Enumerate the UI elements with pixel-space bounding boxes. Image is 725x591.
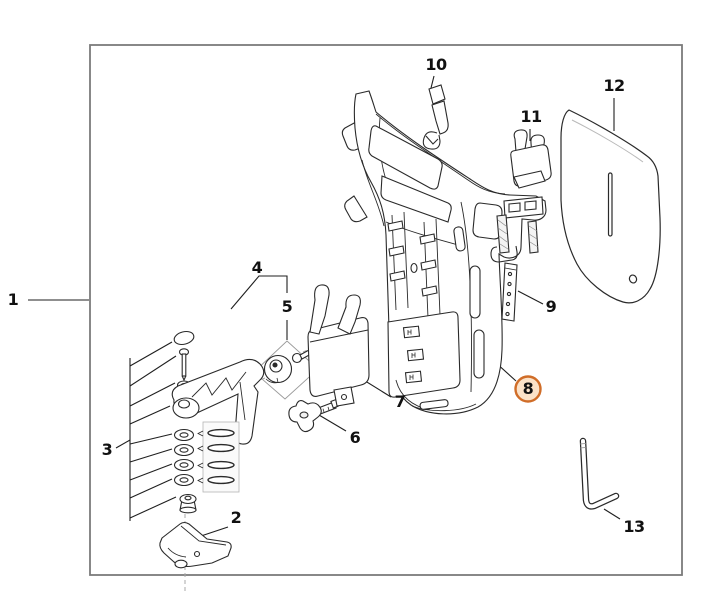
cap: [173, 330, 195, 346]
callout-7[interactable]: 7: [394, 392, 406, 411]
part-13-allen-key[interactable]: [579, 437, 620, 510]
backplate-window-lower: [380, 175, 452, 223]
callout-12[interactable]: 12: [603, 76, 625, 95]
callout-11[interactable]: 11: [520, 107, 542, 126]
latch-assembly: [472, 196, 544, 263]
highlight-circle[interactable]: [514, 375, 542, 403]
ring-pointers: [197, 430, 204, 484]
callout-9[interactable]: 9: [545, 297, 557, 316]
side-slot-lower: [473, 329, 485, 379]
callout-2[interactable]: 2: [230, 508, 242, 527]
o-rings: [207, 428, 235, 485]
part-2-foot-bracket[interactable]: [159, 521, 232, 569]
pad-hole: [628, 274, 638, 284]
pad-slot: [607, 172, 613, 237]
prong-left: [513, 129, 528, 153]
callout-3[interactable]: 3: [101, 440, 113, 459]
callout-8-selected[interactable]: 8: [522, 379, 534, 398]
side-slot-upper: [469, 265, 481, 319]
part-9-hole-strip[interactable]: [501, 262, 518, 322]
plate-body: [307, 317, 370, 397]
diagram-frame: [89, 44, 683, 576]
callout-leader-lines: [28, 75, 621, 538]
oval-hole: [410, 262, 418, 274]
clip-hook: [422, 131, 441, 150]
left-prong: [309, 284, 330, 335]
part-5-grommet[interactable]: [263, 349, 312, 384]
clip-flange: [513, 170, 546, 189]
part-11-clip[interactable]: [510, 129, 552, 189]
right-prong: [337, 294, 361, 335]
callout-4[interactable]: 4: [251, 258, 263, 277]
catch-holes: [402, 325, 425, 384]
rib-slats: [387, 220, 438, 297]
part-7-fork-plate[interactable]: [307, 284, 370, 407]
part-3-hardware-stack[interactable]: [171, 330, 265, 514]
callout-13[interactable]: 13: [623, 517, 645, 536]
clip-bar: [431, 100, 449, 135]
callout-1[interactable]: 1: [7, 290, 19, 309]
part-6-knob-screw[interactable]: [288, 398, 339, 433]
callout-6[interactable]: 6: [349, 428, 361, 447]
backplate-window-upper: [368, 125, 443, 190]
lower-panel: [387, 311, 461, 398]
part-10-clip[interactable]: [422, 84, 449, 150]
callout-10[interactable]: 10: [425, 55, 447, 74]
part-8-backplate[interactable]: [341, 90, 547, 415]
part-12-back-pad[interactable]: [560, 109, 661, 304]
callout-5[interactable]: 5: [281, 297, 293, 316]
screw-shaft: [181, 353, 187, 377]
hook-lower: [344, 195, 368, 223]
clip-top: [428, 84, 446, 105]
